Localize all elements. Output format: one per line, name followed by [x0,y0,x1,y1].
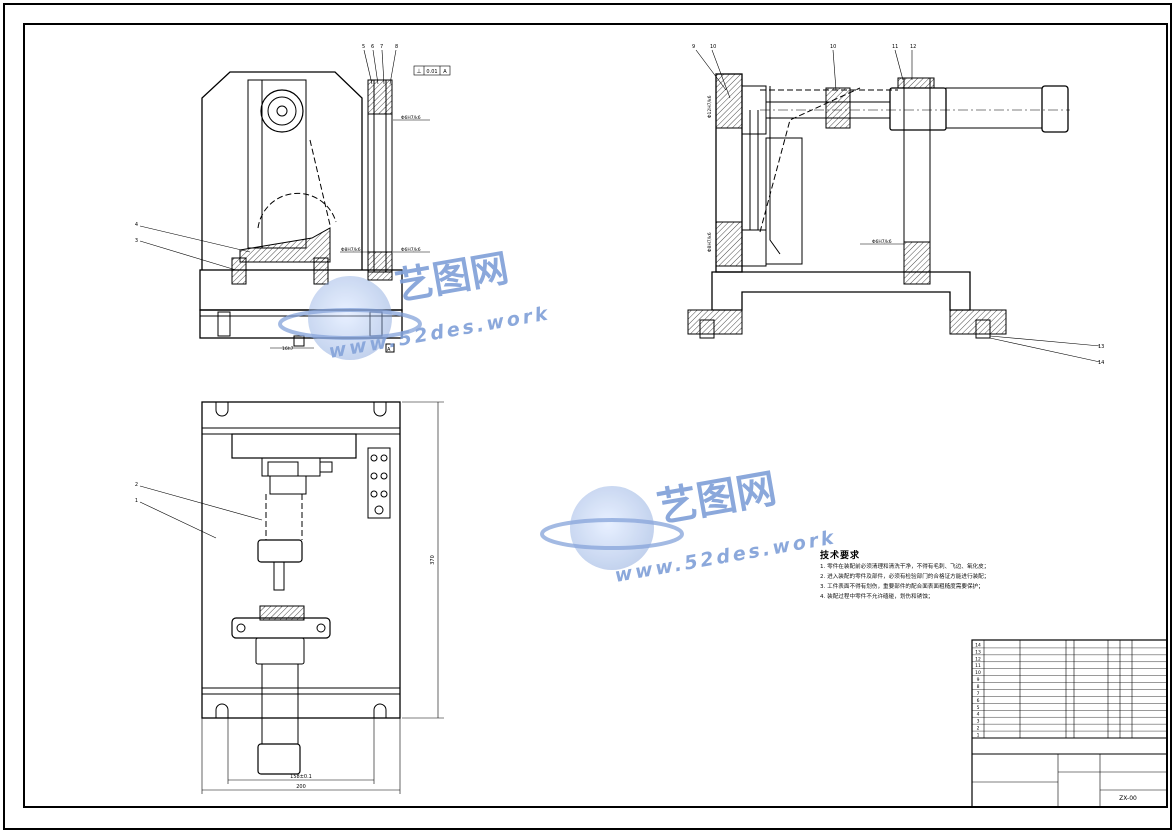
dim-overall-height: 370 [430,555,436,565]
title-block-row-number: 13 [975,649,981,655]
title-block-row-number: 12 [975,656,981,662]
fit-label-1: Φ6H7/k6 [401,115,421,121]
drawing-number: ZX-00 [1119,795,1137,802]
svg-text:艺图网: 艺图网 [392,246,512,309]
balloon-10a: 10 [710,44,716,50]
title-block-row-number: 8 [977,684,980,690]
balloon-11: 11 [892,44,898,50]
balloon-1: 1 [135,498,138,504]
note-item-2: 2. 进入装配的零件及部件，必须有检验部门的合格证方能进行装配； [820,574,990,580]
svg-text:A: A [443,69,447,75]
watermark-2: 艺图网 www.52des.work [540,466,838,587]
note-item-4: 4. 装配过程中零件不允许磕碰，划伤和锈蚀； [820,594,934,600]
balloon-7: 7 [380,44,383,50]
fit-label-4: Φ12H7/k6 [707,95,713,118]
fit-label-6: Φ6H7/k6 [872,239,892,245]
note-item-3: 3. 工件表面不得有划伤，重要部件的配合面表面粗糙度需要保护； [820,584,984,590]
balloon-14: 14 [1098,360,1104,366]
top-view [201,401,401,775]
key-width-label: 16h7 [282,346,294,352]
top-dimensions [139,401,444,794]
side-view [687,73,1070,339]
title-block-row-number: 2 [977,726,980,732]
balloon-4: 4 [135,222,138,228]
title-block-row-number: 3 [977,719,980,725]
balloon-13: 13 [1098,344,1104,350]
title-block-row-number: 14 [975,642,981,648]
tolerance-frame: ⊥ 0.01 A [413,65,451,76]
balloon-5: 5 [362,44,365,50]
title-block-row-number: 5 [977,705,980,711]
title-block-row-number: 10 [975,670,981,676]
svg-text:0.01: 0.01 [426,69,437,75]
fit-label-2: Φ8H7/k6 [341,247,361,253]
balloon-6: 6 [371,44,374,50]
title-block-row-number: 6 [977,698,980,704]
balloon-9: 9 [692,44,695,50]
balloon-12: 12 [910,44,916,50]
fit-label-3: Φ6H7/k6 [401,247,421,253]
svg-text:⊥: ⊥ [416,68,421,75]
note-item-1: 1. 零件在装配前必须清理和清洗干净，不得有毛刺、飞边、氧化皮； [820,564,990,570]
title-block [971,639,1168,808]
title-block-row-number: 1 [977,733,980,739]
balloon-8: 8 [395,44,398,50]
dim-base-width: 200 [296,784,306,790]
notes-title: 技术要求 [820,551,861,561]
front-leaders [139,49,430,349]
svg-text:艺图网: 艺图网 [654,466,780,532]
balloon-10b: 10 [830,44,836,50]
datum-label: A [387,347,391,353]
title-block-row-number: 11 [975,663,981,669]
title-block-row-number: 7 [977,691,980,697]
inner-border [23,23,1168,808]
fit-label-5: Φ8H7/k6 [707,232,713,252]
dim-slot-span: 158±0.1 [290,774,312,780]
title-block-row-number: 4 [977,712,980,718]
title-block-row-number: 9 [977,677,980,683]
outer-border [3,3,1172,830]
side-leaders [695,49,1101,363]
balloon-3: 3 [135,238,138,244]
balloon-2: 2 [135,482,138,488]
